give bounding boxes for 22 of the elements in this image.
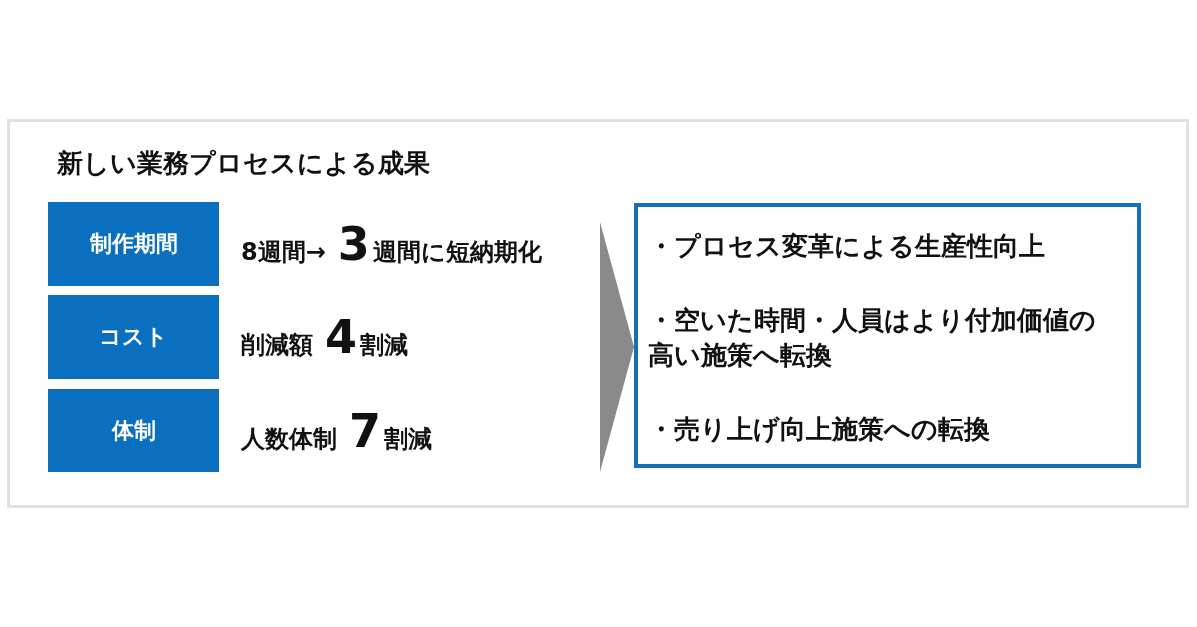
bullet-item: ・プロセス変革による生産性向上: [648, 230, 1045, 263]
result-text: 週間に短納期化: [372, 237, 542, 267]
results-frame: [7, 119, 1189, 508]
frame-heading: 新しい業務プロセスによる成果: [57, 147, 430, 180]
result-text: 人数体制: [241, 423, 337, 454]
outcome-panel: [634, 203, 1141, 468]
bullet-item: ・売り上げ向上施策への転換: [648, 413, 990, 446]
category-label: コスト: [99, 323, 168, 351]
result-text: 削減額: [241, 330, 313, 360]
bullet-item: ・空いた時間・人員はより付加価値の高い施策へ転換: [648, 304, 1097, 372]
category-tile: [48, 389, 219, 472]
category-tile: [48, 202, 219, 286]
result-text: 8週間→: [241, 237, 326, 267]
category-label: 制作期間: [89, 230, 178, 258]
result-number: 4: [325, 311, 357, 363]
category-tile: [48, 295, 219, 379]
result-text: 割減: [384, 423, 432, 454]
category-label: 体制: [111, 416, 156, 445]
result-number: 7: [349, 404, 381, 457]
chevron-arrow: [600, 222, 634, 472]
result-number: 3: [337, 218, 370, 270]
result-text: 割減: [360, 330, 408, 360]
